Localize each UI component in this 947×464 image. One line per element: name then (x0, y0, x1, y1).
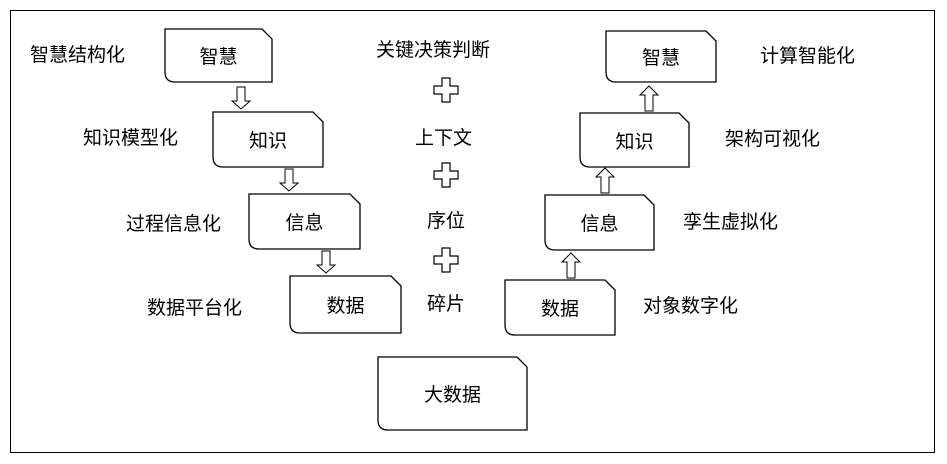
right-wisdom-label: 计算智能化 (760, 45, 856, 67)
right-data-text: 数据 (540, 298, 579, 320)
right-up-arrow-3 (560, 252, 582, 279)
plus-icon (433, 162, 459, 188)
right-information-text: 信息 (580, 213, 619, 235)
left-down-arrow-2 (278, 168, 300, 192)
left-knowledge-text: 知识 (248, 130, 287, 152)
right-information-label: 孪生虚拟化 (683, 211, 779, 233)
left-data-box: 数据 (290, 276, 401, 333)
left-information-text: 信息 (285, 212, 324, 234)
right-knowledge-text: 知识 (615, 130, 654, 153)
right-information-box-shape (544, 194, 655, 251)
right-information-box: 信息 (545, 195, 654, 250)
bigdata-box-shape (377, 356, 528, 431)
left-wisdom-label: 智慧结构化 (30, 44, 126, 66)
right-wisdom-box: 智慧 (606, 31, 716, 82)
left-knowledge-label: 知识模型化 (83, 127, 179, 149)
plus-icon (433, 77, 459, 103)
right-data-box-shape (504, 279, 616, 336)
left-data-box-shape (289, 275, 402, 334)
left-information-box-shape (248, 193, 361, 250)
left-wisdom-box: 智慧 (165, 29, 272, 82)
left-down-arrow-3 (315, 250, 337, 274)
left-down-arrow-1 (230, 86, 252, 110)
left-data-text: 数据 (326, 295, 365, 317)
center-item-decision: 关键决策判断 (376, 39, 491, 61)
left-knowledge-box: 知识 (213, 112, 323, 167)
right-data-label: 对象数字化 (643, 295, 739, 317)
left-wisdom-box-shape (164, 28, 273, 83)
left-wisdom-text: 智慧 (199, 46, 238, 68)
bigdata-box: 大数据 (378, 357, 527, 430)
right-up-arrow-2 (594, 167, 616, 194)
right-up-arrow-1 (638, 85, 660, 112)
right-wisdom-box-shape (605, 30, 717, 83)
center-item-order: 序位 (427, 210, 466, 232)
right-wisdom-text: 智慧 (641, 47, 680, 69)
left-information-box: 信息 (249, 194, 360, 249)
left-information-label: 过程信息化 (126, 213, 222, 235)
right-knowledge-box: 知识 (580, 113, 689, 167)
center-item-fragment: 碎片 (427, 293, 466, 315)
right-knowledge-label: 架构可视化 (725, 128, 821, 150)
left-knowledge-box-shape (212, 111, 324, 168)
right-data-box: 数据 (505, 280, 615, 335)
center-item-context: 上下文 (415, 127, 473, 149)
right-knowledge-box-shape (579, 112, 690, 168)
plus-icon (433, 247, 459, 273)
diagram-frame (10, 10, 935, 453)
bigdata-text: 大数据 (423, 384, 481, 406)
left-data-label: 数据平台化 (147, 297, 243, 319)
